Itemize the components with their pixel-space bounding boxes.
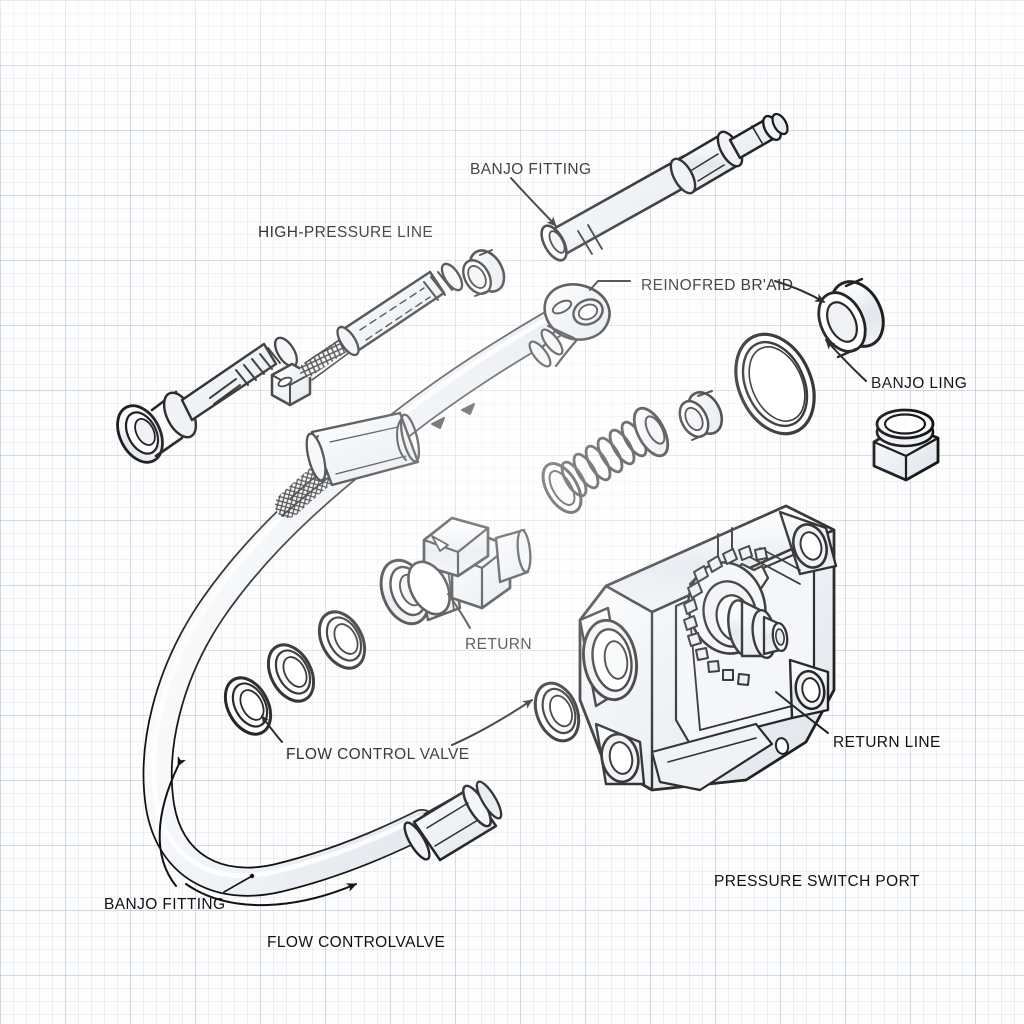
- seal-ring-pump-inlet: [533, 681, 581, 743]
- banjo-ring: [817, 277, 885, 359]
- seal-ring-set: [223, 560, 451, 736]
- leader-reinforced-braid-left: [589, 280, 631, 291]
- label-return: RETURN: [465, 636, 532, 653]
- flow-control-valve-body: [379, 516, 532, 626]
- label-pressure-switch-port: PRESSURE SWITCH PORT: [714, 873, 920, 890]
- label-flow-control-valve-bottom: FLOW CONTROLVALVE: [267, 934, 446, 951]
- label-reinforced-braid: REINOFRED BR'AID: [641, 277, 794, 294]
- banjo-bolt-left: [116, 262, 464, 464]
- leader-banjo-fitting-top: [510, 177, 557, 227]
- label-banjo-fitting-bottom: BANJO FITTING: [104, 896, 226, 913]
- sleeve-bushing-mid: [678, 390, 724, 441]
- label-return-line: RETURN LINE: [833, 734, 941, 751]
- seal-ring-2: [266, 643, 316, 703]
- label-high-pressure-line: HIGH-PRESSURE LINE: [258, 224, 434, 241]
- o-ring-large: [734, 332, 816, 436]
- label-banjo-ring: BANJO LING: [871, 375, 968, 392]
- braid-collar: [305, 411, 421, 487]
- seal-ring-1: [223, 676, 273, 736]
- rigid-pressure-tube: [540, 112, 789, 262]
- coil-spring: [541, 406, 670, 514]
- sleeve-bushing-top: [462, 249, 506, 297]
- label-flow-control-valve-mid: FLOW CONTROL VALVE: [286, 746, 470, 763]
- pump-housing: [578, 504, 838, 792]
- seal-ring-3: [317, 610, 367, 670]
- hose-ferrule: [403, 780, 503, 862]
- hex-flange-nut: [872, 408, 940, 482]
- leader-flow-control-valve-right: [451, 699, 533, 746]
- label-banjo-fitting-top: BANJO FITTING: [470, 161, 592, 178]
